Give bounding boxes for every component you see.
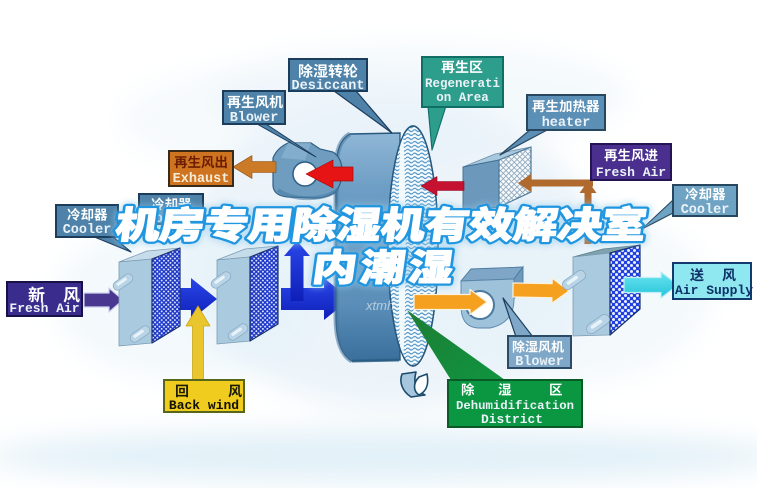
svg-text:Exhaust: Exhaust [173, 172, 230, 187]
svg-text:on Area: on Area [436, 91, 489, 105]
svg-text:Dehumidification: Dehumidification [456, 399, 574, 413]
svg-text:Regenerati: Regenerati [425, 77, 500, 91]
svg-text:heater: heater [542, 116, 591, 131]
svg-text:Cooler: Cooler [681, 203, 730, 218]
svg-text:xtmh: xtmh [365, 298, 394, 313]
svg-text:Air Supply: Air Supply [675, 283, 753, 298]
svg-text:Cooler: Cooler [63, 223, 112, 238]
svg-text:Back wind: Back wind [169, 398, 239, 413]
svg-text:Desiccant: Desiccant [292, 79, 365, 94]
svg-text:Blower: Blower [230, 111, 279, 126]
svg-text:District: District [481, 412, 543, 427]
svg-text:Blower: Blower [515, 355, 564, 370]
svg-text:Fresh Air: Fresh Air [9, 301, 79, 316]
svg-text:Fresh Air: Fresh Air [596, 165, 666, 180]
